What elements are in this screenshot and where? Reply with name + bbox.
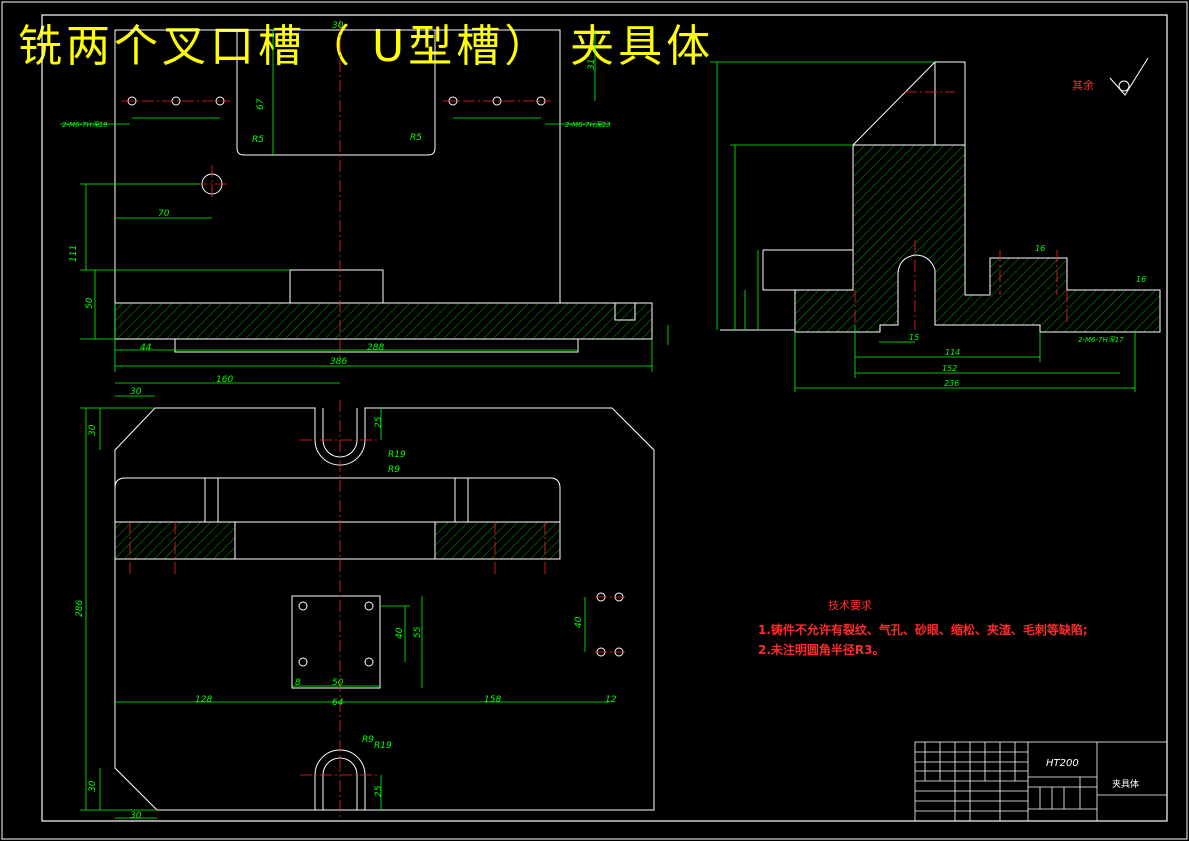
tech-requirement-1: 1.铸件不允许有裂纹、气孔、砂眼、缩松、夹渣、毛刺等缺陷; bbox=[758, 623, 1088, 637]
top-view-centerlines bbox=[122, 20, 551, 360]
top-view-holes bbox=[127, 96, 546, 195]
svg-text:236: 236 bbox=[944, 379, 959, 388]
svg-text:30: 30 bbox=[332, 21, 344, 31]
bottom-view-holes bbox=[298, 592, 624, 667]
svg-text:12: 12 bbox=[605, 695, 617, 705]
top-view-dim-text: 30 67 70 111 50 44 288 386 R5 R5 2-M6-7H… bbox=[62, 21, 611, 367]
svg-text:R5: R5 bbox=[410, 133, 422, 143]
tech-requirements-heading: 技术要求 bbox=[828, 599, 872, 612]
title-block-part-name: 夹具体 bbox=[1112, 780, 1140, 790]
svg-text:50: 50 bbox=[85, 297, 95, 309]
bottom-view-centerlines bbox=[129, 400, 625, 820]
top-view bbox=[114, 29, 653, 353]
side-view bbox=[720, 61, 1161, 333]
svg-text:67: 67 bbox=[256, 98, 266, 110]
svg-text:30: 30 bbox=[88, 424, 98, 436]
bottom-view-dimensions bbox=[80, 382, 610, 819]
tech-requirement-2: 2.未注明圆角半径R3。 bbox=[758, 643, 885, 657]
svg-text:31: 31 bbox=[587, 59, 597, 70]
roughness-note: 其余 bbox=[1072, 79, 1094, 92]
svg-text:70: 70 bbox=[158, 209, 170, 219]
svg-text:R19: R19 bbox=[388, 450, 406, 460]
svg-text:40: 40 bbox=[574, 616, 584, 628]
svg-text:64: 64 bbox=[332, 698, 344, 708]
svg-text:25: 25 bbox=[374, 785, 384, 797]
title-block-material: HT200 bbox=[1046, 758, 1079, 769]
svg-text:30: 30 bbox=[130, 811, 142, 821]
svg-text:16: 16 bbox=[1035, 244, 1045, 253]
svg-text:158: 158 bbox=[484, 695, 501, 705]
side-view-dimensions bbox=[710, 61, 1136, 392]
title-block bbox=[914, 741, 1168, 822]
svg-text:55: 55 bbox=[413, 626, 423, 638]
inner-border bbox=[41, 14, 1168, 822]
svg-text:2-M6-7H深23: 2-M6-7H深23 bbox=[565, 121, 611, 129]
svg-text:111: 111 bbox=[69, 245, 79, 262]
svg-text:R9: R9 bbox=[362, 735, 374, 745]
svg-text:40: 40 bbox=[395, 627, 405, 639]
svg-text:R19: R19 bbox=[374, 741, 392, 751]
svg-text:44: 44 bbox=[140, 343, 152, 353]
svg-text:386: 386 bbox=[330, 357, 347, 367]
svg-text:25: 25 bbox=[374, 416, 384, 428]
svg-text:160: 160 bbox=[216, 375, 233, 385]
svg-text:R9: R9 bbox=[388, 465, 400, 475]
svg-text:288: 288 bbox=[367, 343, 384, 353]
svg-text:8: 8 bbox=[295, 678, 301, 688]
svg-text:128: 128 bbox=[195, 695, 212, 705]
svg-text:152: 152 bbox=[942, 364, 957, 373]
svg-text:50: 50 bbox=[332, 678, 344, 688]
svg-text:286: 286 bbox=[75, 600, 85, 617]
roughness-symbol bbox=[1109, 57, 1149, 96]
svg-text:2-M6-7H深19: 2-M6-7H深19 bbox=[62, 121, 108, 129]
side-view-centerlines bbox=[854, 91, 1068, 330]
svg-text:16: 16 bbox=[1136, 275, 1146, 284]
svg-text:R5: R5 bbox=[252, 135, 264, 145]
bottom-view-dim-text: 160 30 30 25 R19 R9 286 40 55 8 50 128 6… bbox=[75, 375, 617, 821]
svg-text:15: 15 bbox=[909, 333, 919, 342]
svg-text:114: 114 bbox=[945, 348, 960, 357]
side-view-dim-text: 15 114 152 236 16 16 2-M6-7H深17 bbox=[909, 244, 1146, 388]
svg-text:2-M6-7H深17: 2-M6-7H深17 bbox=[1078, 336, 1124, 344]
svg-text:30: 30 bbox=[130, 387, 142, 397]
svg-text:30: 30 bbox=[88, 780, 98, 792]
top-view-dimensions bbox=[60, 30, 669, 372]
